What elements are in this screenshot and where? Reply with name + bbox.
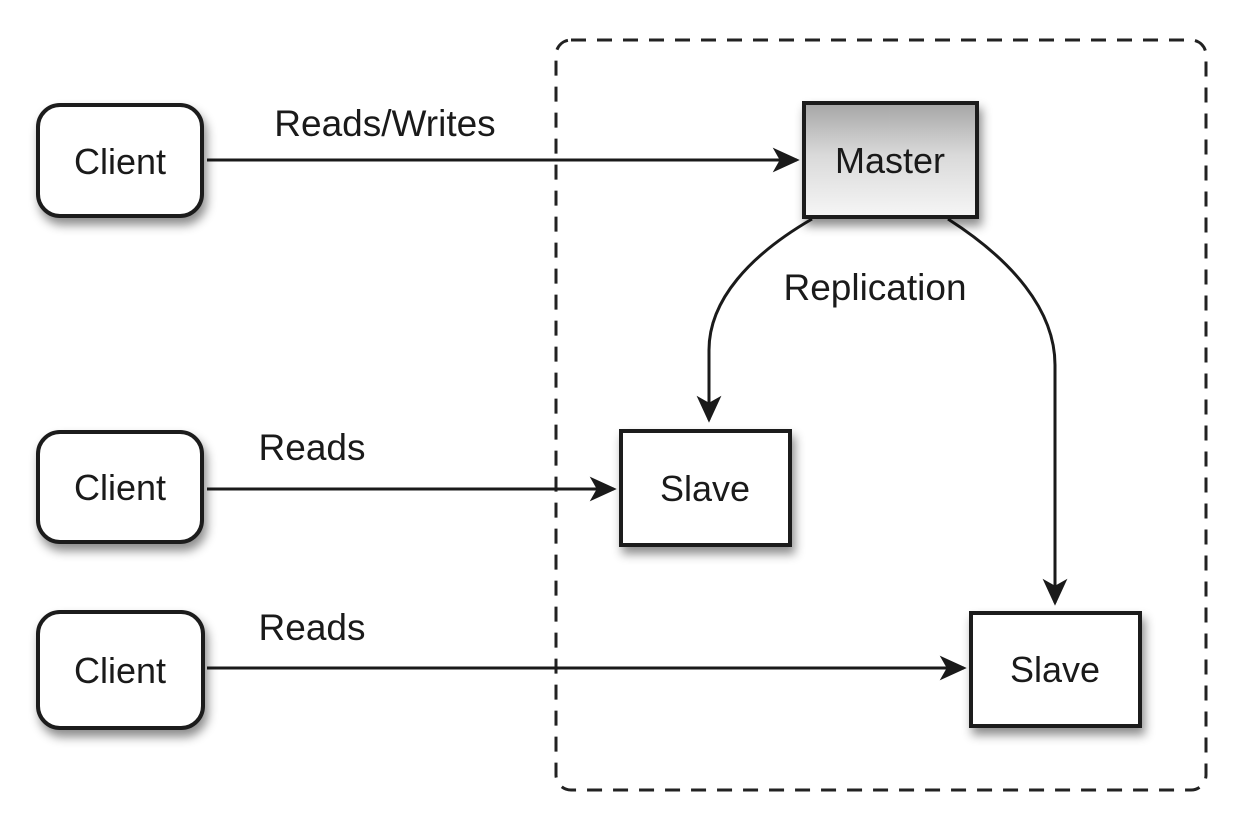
node-master: Master [802,101,979,219]
edge-label-reads-bottom: Reads [259,607,366,648]
client-middle-box [36,430,204,544]
master-box [802,101,979,219]
node-slave-left: Slave [619,429,792,547]
client-top-box [36,103,204,218]
node-client-top: Client [36,103,204,218]
edge-replication-master-to-slave-right [947,217,1068,606]
client-top-label: Client [74,141,166,182]
slave-left-label: Slave [660,468,750,509]
edge-replication-master-to-slave-left [696,217,813,423]
slave-right-label: Slave [1010,649,1100,690]
edges [207,147,1068,681]
slave-left-box [619,429,792,547]
edge-label-replication: Replication [783,267,966,308]
node-slave-right: Slave [969,611,1142,728]
edge-label-reads-writes: Reads/Writes [274,103,495,144]
client-bottom-box [36,610,205,730]
master-label: Master [835,140,945,181]
client-bottom-label: Client [74,650,166,691]
slave-right-box [969,611,1142,728]
node-client-middle: Client [36,430,204,544]
node-client-bottom: Client [36,610,205,730]
cluster-boundary [554,38,1208,792]
edge-label-reads-middle: Reads [259,427,366,468]
client-middle-label: Client [74,467,166,508]
